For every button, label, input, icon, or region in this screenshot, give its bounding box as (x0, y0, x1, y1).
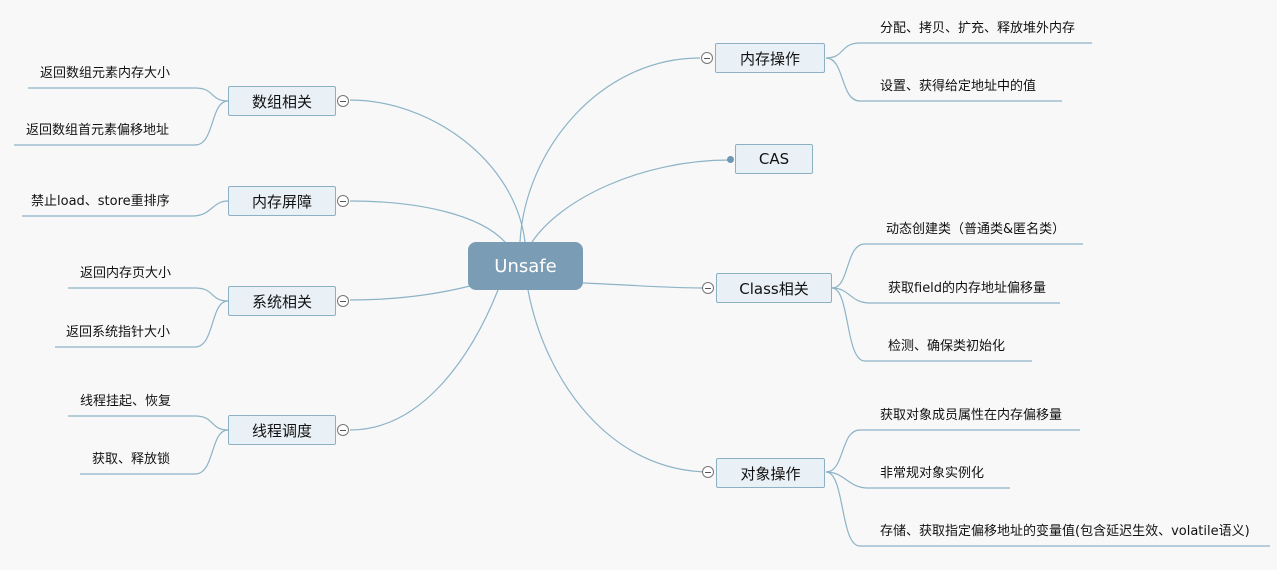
topic-label: 内存屏障 (251, 192, 312, 211)
leaf-node[interactable]: 返回内存页大小 (80, 266, 172, 281)
collapse-icon[interactable] (337, 424, 349, 436)
leaf-node[interactable]: 动态创建类（普通类&匿名类） (886, 222, 1066, 237)
topic-class-ops[interactable]: Class相关 (716, 273, 832, 303)
leaf-node[interactable]: 非常规对象实例化 (880, 466, 985, 481)
topic-array[interactable]: 数组相关 (228, 86, 336, 116)
topic-label: 对象操作 (740, 464, 801, 483)
leaf-node[interactable]: 获取对象成员属性在内存偏移量 (880, 408, 1063, 423)
topic-label: 线程调度 (251, 421, 312, 440)
leaf-node[interactable]: 获取field的内存地址偏移量 (888, 281, 1047, 296)
collapse-icon[interactable] (337, 95, 349, 107)
leaf-node[interactable]: 返回系统指针大小 (66, 325, 171, 340)
collapse-icon[interactable] (701, 52, 713, 64)
topic-label: 数组相关 (251, 92, 312, 111)
branch-dot-icon (727, 156, 734, 163)
leaf-node[interactable]: 分配、拷贝、扩充、释放堆外内存 (880, 21, 1076, 36)
leaf-node[interactable]: 返回数组首元素偏移地址 (26, 123, 170, 138)
leaf-node[interactable]: 获取、释放锁 (92, 452, 171, 467)
collapse-icon[interactable] (337, 195, 349, 207)
topic-label: CAS (758, 150, 790, 168)
topic-object-ops[interactable]: 对象操作 (716, 458, 825, 488)
leaf-node[interactable]: 返回数组元素内存大小 (40, 66, 171, 81)
central-node[interactable]: Unsafe (468, 242, 583, 290)
topic-barrier[interactable]: 内存屏障 (228, 186, 336, 216)
collapse-icon[interactable] (702, 282, 714, 294)
topic-thread[interactable]: 线程调度 (228, 415, 336, 445)
topic-label: 系统相关 (251, 292, 312, 311)
topic-memory-ops[interactable]: 内存操作 (715, 43, 825, 73)
collapse-icon[interactable] (702, 466, 714, 478)
topic-cas[interactable]: CAS (735, 144, 813, 174)
collapse-icon[interactable] (337, 295, 349, 307)
topic-label: Class相关 (739, 279, 809, 298)
leaf-node[interactable]: 禁止load、store重排序 (31, 194, 170, 209)
leaf-node[interactable]: 检测、确保类初始化 (888, 339, 1006, 354)
leaf-node[interactable]: 存储、获取指定偏移地址的变量值(包含延迟生效、volatile语义) (880, 524, 1250, 539)
leaf-node[interactable]: 线程挂起、恢复 (80, 394, 172, 409)
leaf-node[interactable]: 设置、获得给定地址中的值 (880, 79, 1037, 94)
central-node-label: Unsafe (494, 255, 557, 277)
topic-system[interactable]: 系统相关 (228, 286, 336, 316)
topic-label: 内存操作 (739, 49, 800, 68)
